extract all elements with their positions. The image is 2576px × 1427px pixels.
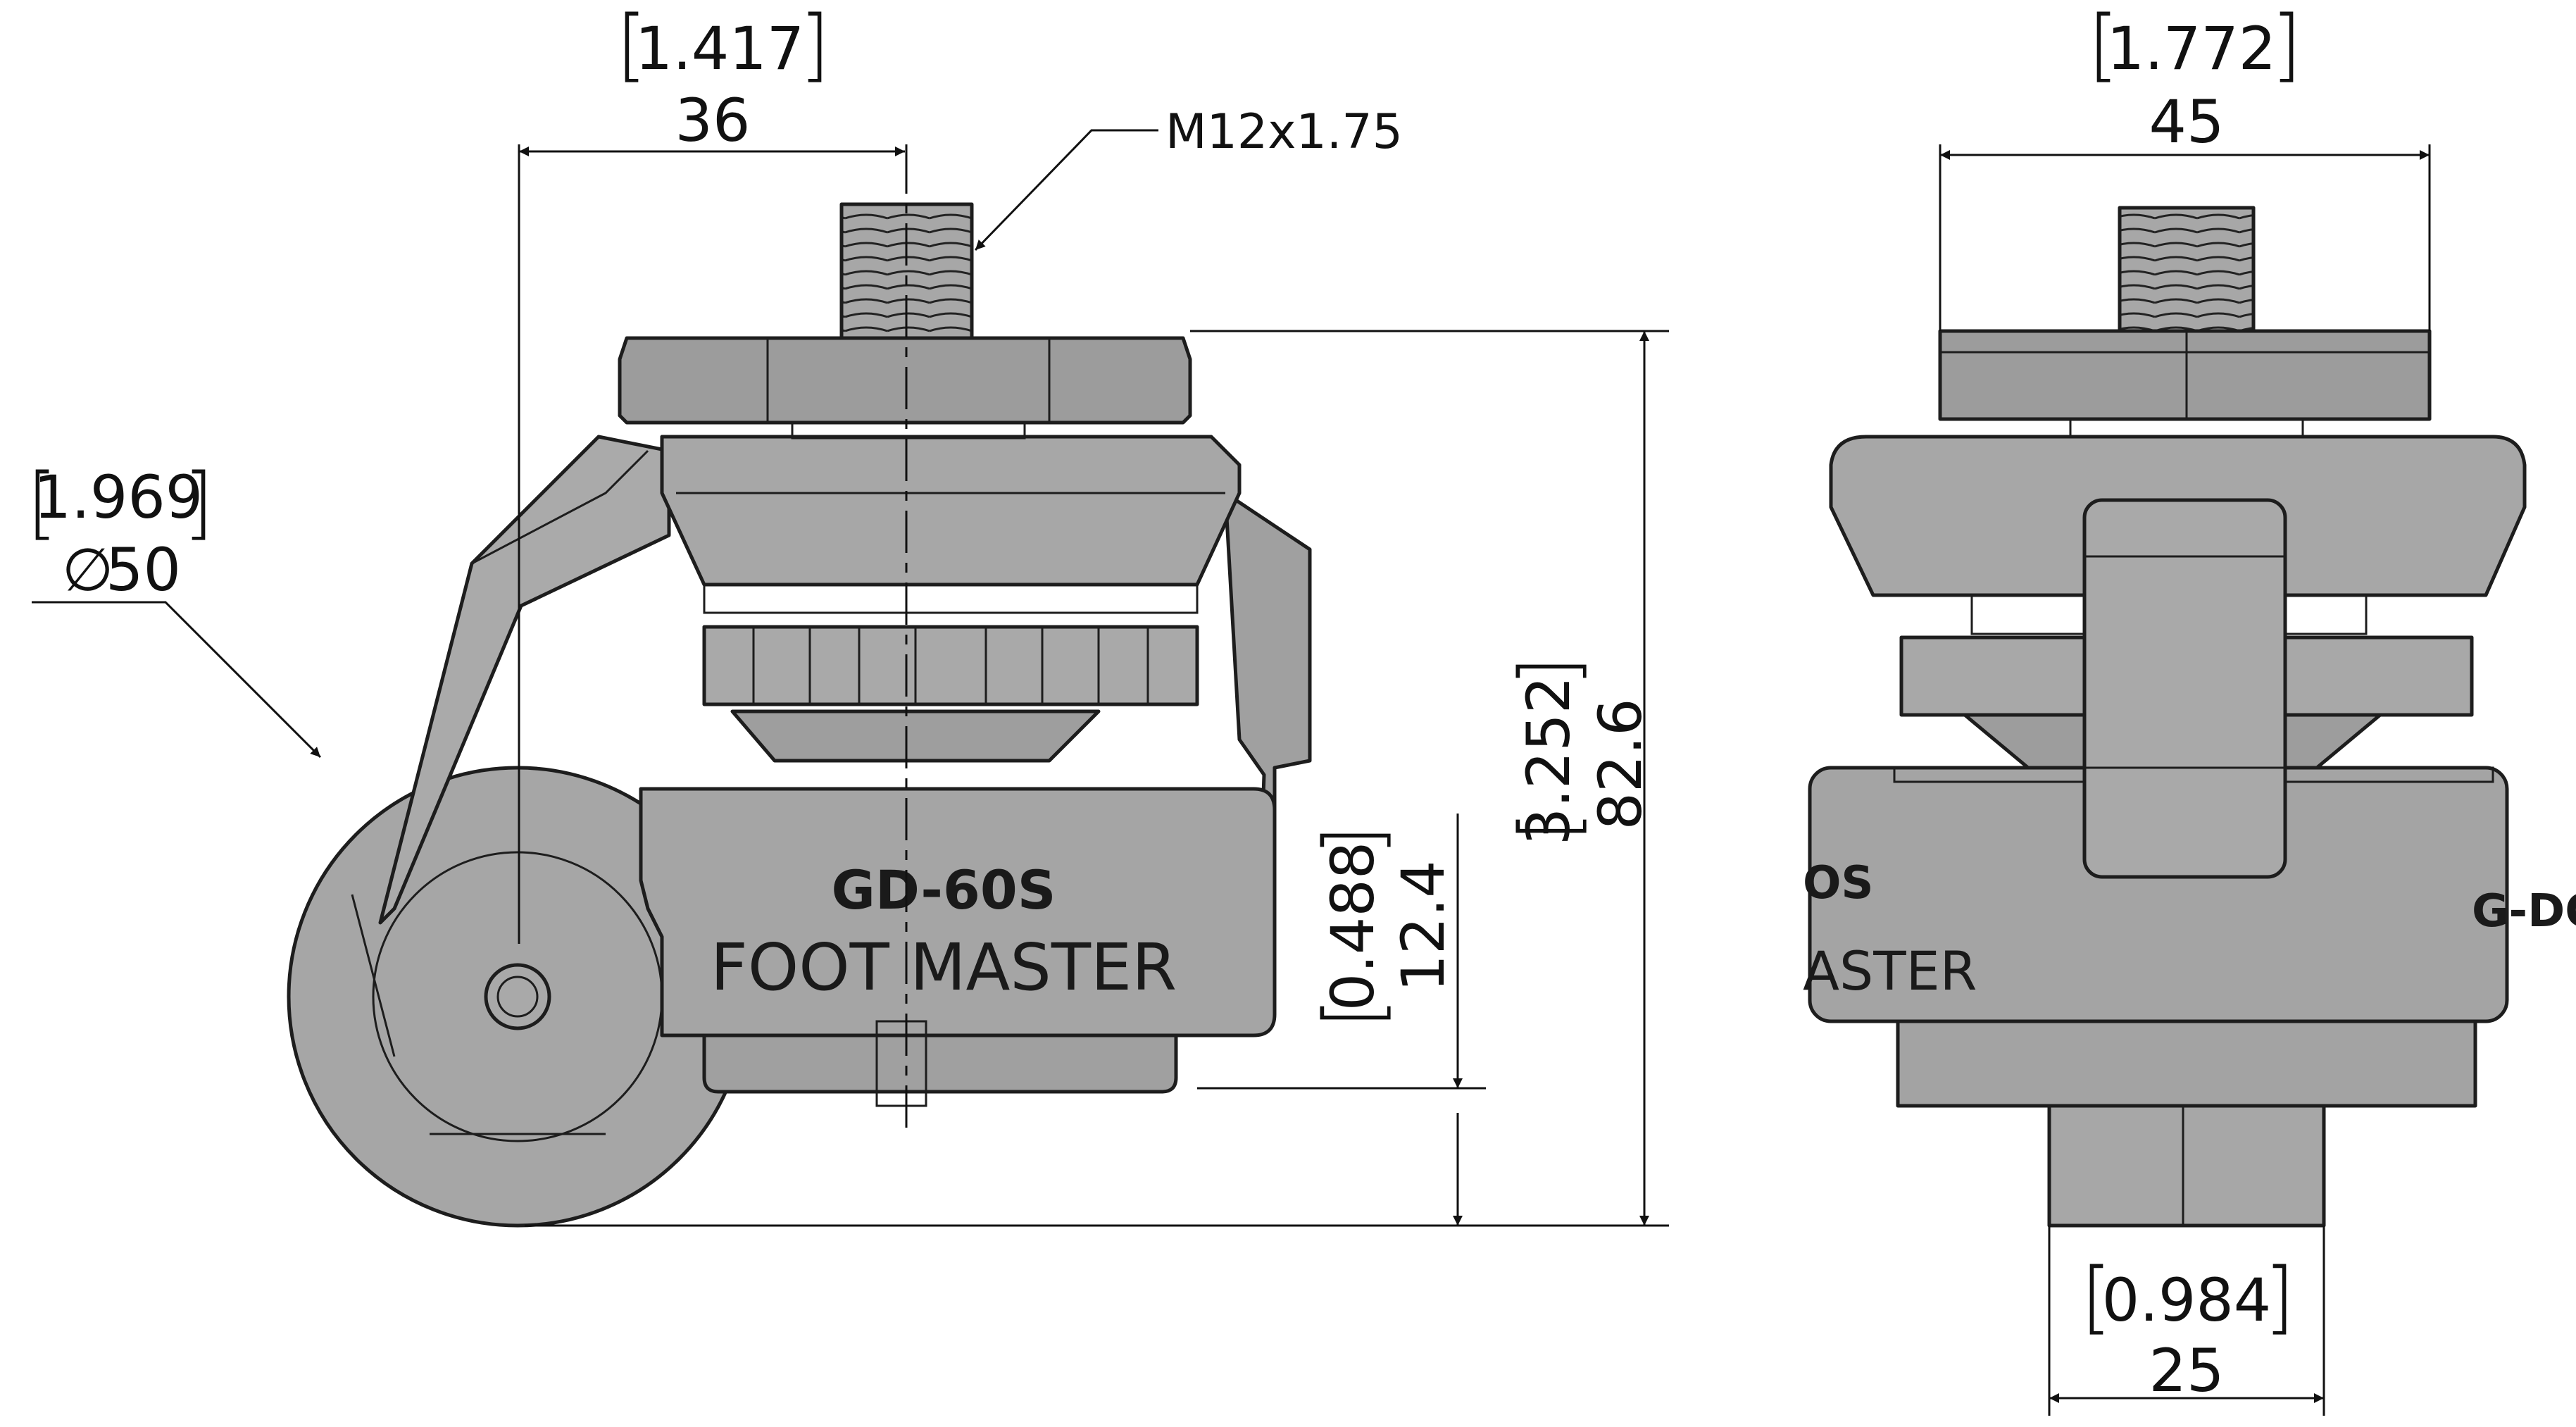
dim-front-bottom-width: [ 0.984 ] 25 [2048, 1226, 2325, 1416]
svg-text:]: ] [1503, 656, 1595, 687]
upper-housing [660, 435, 1242, 614]
dim-36-inch: 1.417 [635, 14, 804, 83]
front-view: ASTER OS G-DO [ 1.772 ] 45 [ [1803, 0, 2576, 1416]
dim-25-mm: 25 [2149, 1336, 2225, 1405]
svg-text:[: [ [2081, 1252, 2112, 1343]
dim-wheel-inch: 1.969 [34, 463, 203, 532]
front-brand-fragment: ASTER [1803, 940, 1977, 1002]
dim-12-4-mm: 12.4 [1389, 860, 1458, 992]
dim-top-width-36: [ 1.417 ] 36 [518, 0, 908, 169]
front-threaded-stud [2118, 206, 2256, 333]
hex-nut [618, 336, 1192, 440]
svg-text:[: [ [27, 457, 58, 549]
dim-82-6-inch: 3.252 [1514, 676, 1583, 845]
dim-45-inch: 1.772 [2107, 14, 2276, 83]
dim-12-4-inch: 0.488 [1318, 842, 1387, 1011]
dim-total-height: [ 3.252 ] 82.6 [1503, 331, 1655, 1226]
svg-text:[: [ [1503, 811, 1595, 842]
brand-marking: FOOT MASTER [711, 930, 1177, 1005]
front-model-fragment-left: OS [1803, 857, 1874, 909]
svg-text:[: [ [616, 0, 647, 91]
dim-wheel-diameter: [ 1.969 ] ∅ 50 [27, 457, 322, 759]
adjusting-gear [702, 625, 1199, 763]
svg-text:[: [ [1308, 997, 1399, 1028]
dim-25-inch: 0.984 [2102, 1266, 2271, 1335]
thread-label: M12x1.75 [1165, 104, 1403, 160]
svg-text:]: ] [1308, 825, 1399, 856]
model-marking: GD-60S [832, 859, 1056, 921]
svg-text:[: [ [2088, 0, 2119, 91]
front-hex-nut [1938, 329, 2432, 421]
dim-36-mm: 36 [675, 86, 751, 155]
dim-front-top-width: [ 1.772 ] 45 [1939, 0, 2431, 331]
svg-text:]: ] [2264, 1252, 2295, 1343]
diameter-symbol: ∅ [62, 535, 113, 604]
svg-text:]: ] [2271, 0, 2302, 91]
dim-82-6-mm: 82.6 [1586, 698, 1655, 830]
svg-text:]: ] [799, 0, 830, 91]
base-body: GD-60S FOOT MASTER [639, 787, 1277, 1107]
thread-callout: M12x1.75 [974, 104, 1403, 251]
dim-wheel-mm: 50 [106, 535, 181, 604]
front-model-fragment-right: G-DO [2472, 885, 2576, 937]
front-column [2082, 498, 2287, 879]
svg-text:]: ] [183, 457, 214, 549]
dim-45-mm: 45 [2149, 87, 2225, 156]
side-view: GD-60S FOOT MASTER [ 1.417 ] 36 M12x1.75… [27, 0, 1669, 1228]
dim-base-height: [ 0.488 ] 12.4 [1308, 814, 1463, 1226]
